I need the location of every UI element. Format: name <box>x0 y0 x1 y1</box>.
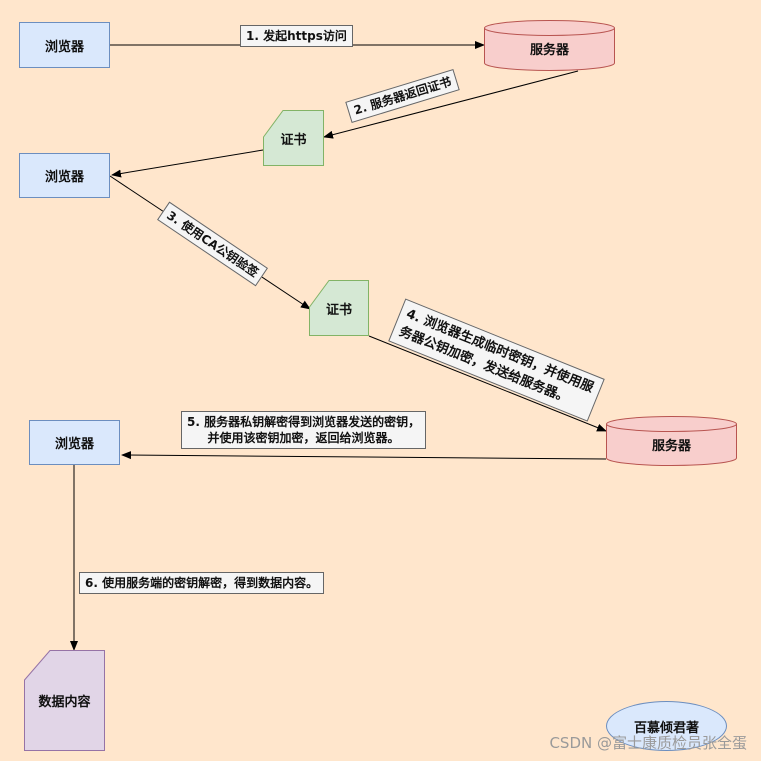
browser-label: 浏览器 <box>54 437 94 452</box>
data-content-node: 数据内容 <box>24 650 105 751</box>
cylinder-shape <box>606 416 737 466</box>
server-label: 服务器 <box>651 438 691 454</box>
step-1-text: 1. 发起https访问 <box>246 29 347 43</box>
arrow-server-to-browser <box>121 451 607 460</box>
browser-node-1: 浏览器 <box>19 22 110 68</box>
certificate-label: 证书 <box>325 302 352 318</box>
step-5-text-line-2: 并使用该密钥加密，返回给浏览器。 <box>207 431 400 445</box>
server-node-2: 服务器 <box>606 416 737 466</box>
browser-node-3: 浏览器 <box>29 420 120 465</box>
server-node-1: 服务器 <box>484 20 615 71</box>
data-content-label: 数据内容 <box>38 695 91 710</box>
card-shape <box>309 280 369 336</box>
certificate-node-2: 证书 <box>309 280 369 336</box>
browser-label: 浏览器 <box>44 39 84 55</box>
arrow-server-to-cert <box>323 70 579 139</box>
browser-node-2: 浏览器 <box>19 153 110 198</box>
step-6-label: 6. 使用服务端的密钥解密，得到数据内容。 <box>79 572 325 594</box>
browser-label: 浏览器 <box>44 170 84 185</box>
step-1-label: 1. 发起https访问 <box>240 25 353 47</box>
card-shape <box>24 650 105 751</box>
certificate-label: 证书 <box>280 132 307 148</box>
server-label: 服务器 <box>529 43 569 58</box>
cylinder-shape <box>484 20 615 71</box>
card-shape <box>263 110 324 166</box>
step-5-text-line-1: 5. 服务器私钥解密得到浏览器发送的密钥， <box>187 415 421 429</box>
step-6-text: 6. 使用服务端的密钥解密，得到数据内容。 <box>85 576 319 590</box>
author-badge: 百慕倾君著 <box>606 701 727 751</box>
arrow-cert-to-browser <box>111 149 264 178</box>
certificate-node-1: 证书 <box>263 110 324 166</box>
arrow-cert-to-server <box>368 335 607 432</box>
author-badge-label: 百慕倾君著 <box>633 720 699 736</box>
csdn-watermark: CSDN @富士康质检员张全蛋 <box>549 734 747 752</box>
step-5-label: 5. 服务器私钥解密得到浏览器发送的密钥， 并使用该密钥加密，返回给浏览器。 <box>181 411 427 449</box>
